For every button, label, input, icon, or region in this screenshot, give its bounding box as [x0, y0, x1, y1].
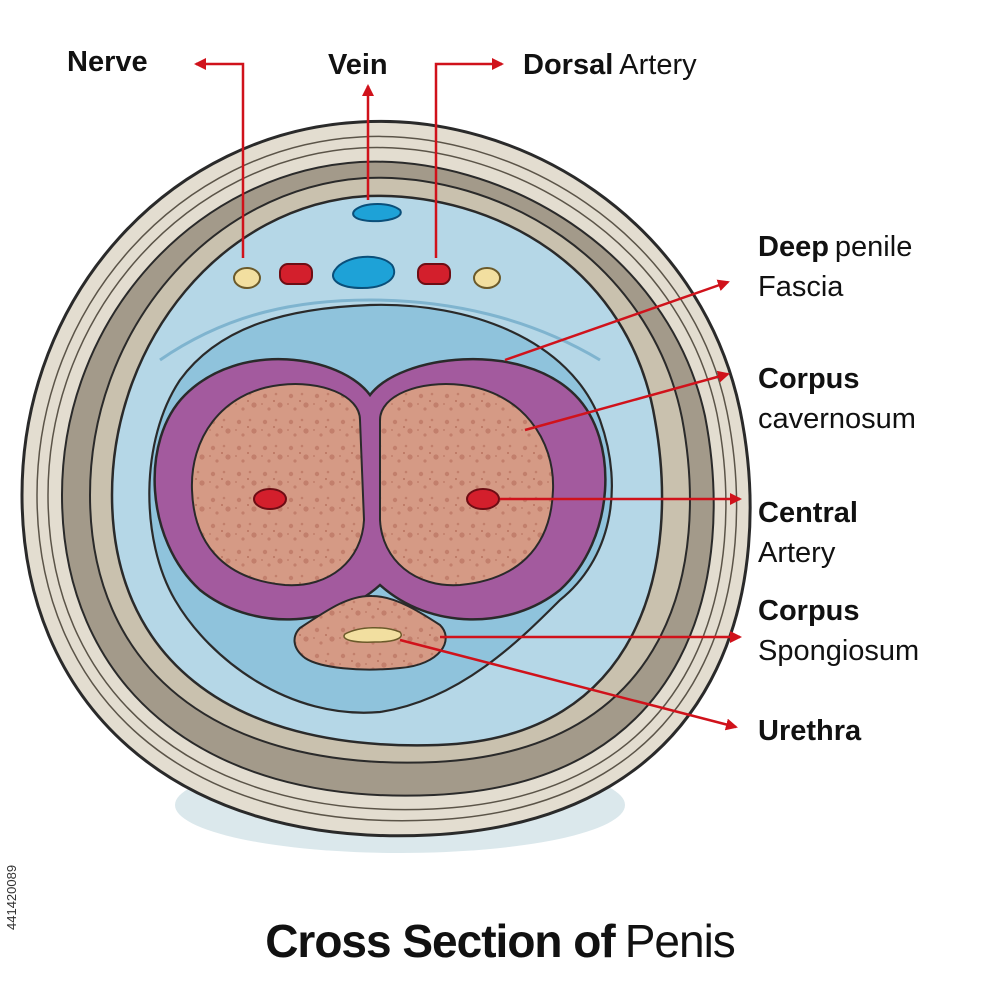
skin-line-1	[36, 135, 738, 822]
dorsal-nerve-right	[473, 267, 501, 289]
label-urethra: Urethra	[758, 715, 862, 747]
label-nerve: Nerve	[67, 46, 148, 78]
corpus-cavernosum-right	[379, 383, 555, 587]
label-corpus-spongiosum-line2: Spongiosum	[758, 635, 919, 667]
label-corpus-cavernosum: Corpus	[758, 363, 860, 395]
stock-id-watermark: 441420089	[4, 864, 19, 930]
label-corpus-cavernosum-line2: cavernosum	[758, 403, 916, 435]
corpus-cavernosum-left	[190, 383, 366, 587]
label-deep-fascia-line2: Fascia	[758, 271, 844, 303]
central-artery-left	[253, 488, 287, 510]
label-corpus-spongiosum: Corpus	[758, 595, 860, 627]
fascia-line	[159, 298, 601, 362]
leader-dorsal-artery	[434, 58, 504, 258]
label-central-artery-line2: Artery	[758, 537, 836, 569]
skin-line-2	[47, 146, 727, 811]
leader-urethra	[399, 638, 738, 731]
dorsal-artery-left	[279, 263, 313, 285]
label-vein: Vein	[328, 49, 388, 81]
superficial-dorsal-vein	[352, 203, 402, 223]
label-central-artery: Central	[758, 497, 858, 529]
leader-deep-fascia	[504, 279, 730, 362]
leader-corpus-cavernosum	[524, 370, 730, 432]
leader-nerve	[194, 58, 245, 258]
urethra	[343, 627, 402, 643]
deep-dorsal-vein	[332, 255, 395, 290]
dorsal-nerve-left	[233, 267, 261, 289]
dorsal-artery-right	[417, 263, 451, 285]
central-artery-right	[466, 488, 500, 510]
